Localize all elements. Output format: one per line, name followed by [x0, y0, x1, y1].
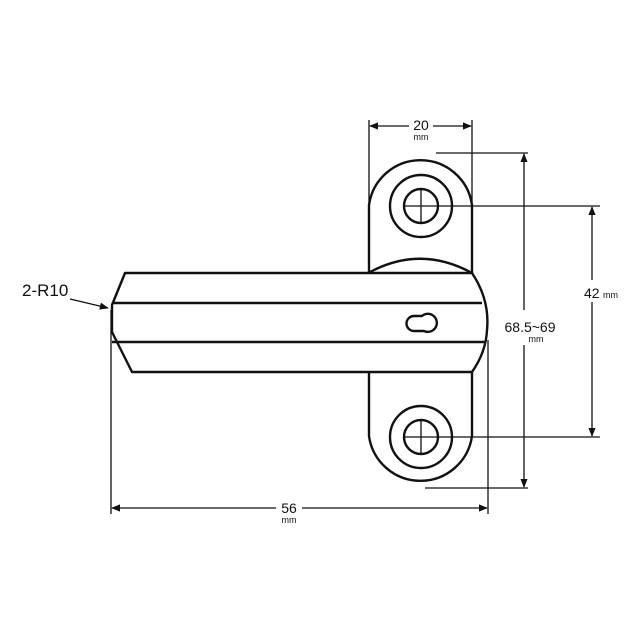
- dimension-hole-spacing: 42 mm: [438, 205, 618, 438]
- dimension-value: 56: [281, 500, 297, 516]
- dimension-unit: mm: [282, 515, 297, 525]
- dimension-unit: mm: [414, 132, 429, 142]
- dimension-unit: mm: [529, 334, 544, 344]
- dimension-overall-length: 56 mm: [110, 310, 489, 525]
- latch-bar: [110, 271, 489, 374]
- dimension-value: 68.5~69: [505, 319, 556, 335]
- dimension-unit: mm: [603, 290, 618, 300]
- dimension-plate-width: 20 mm: [368, 117, 473, 273]
- keyhole-icon: [405, 312, 438, 334]
- dimension-value: 20: [413, 117, 429, 133]
- bar-hump: [369, 257, 473, 275]
- radius-label: 2-R10: [22, 281, 68, 300]
- dimension-plate-height: 68.5~69 mm: [425, 152, 556, 489]
- radius-callout: 2-R10: [22, 281, 109, 310]
- dimension-value: 42: [584, 285, 600, 301]
- mounting-plate: [367, 159, 474, 482]
